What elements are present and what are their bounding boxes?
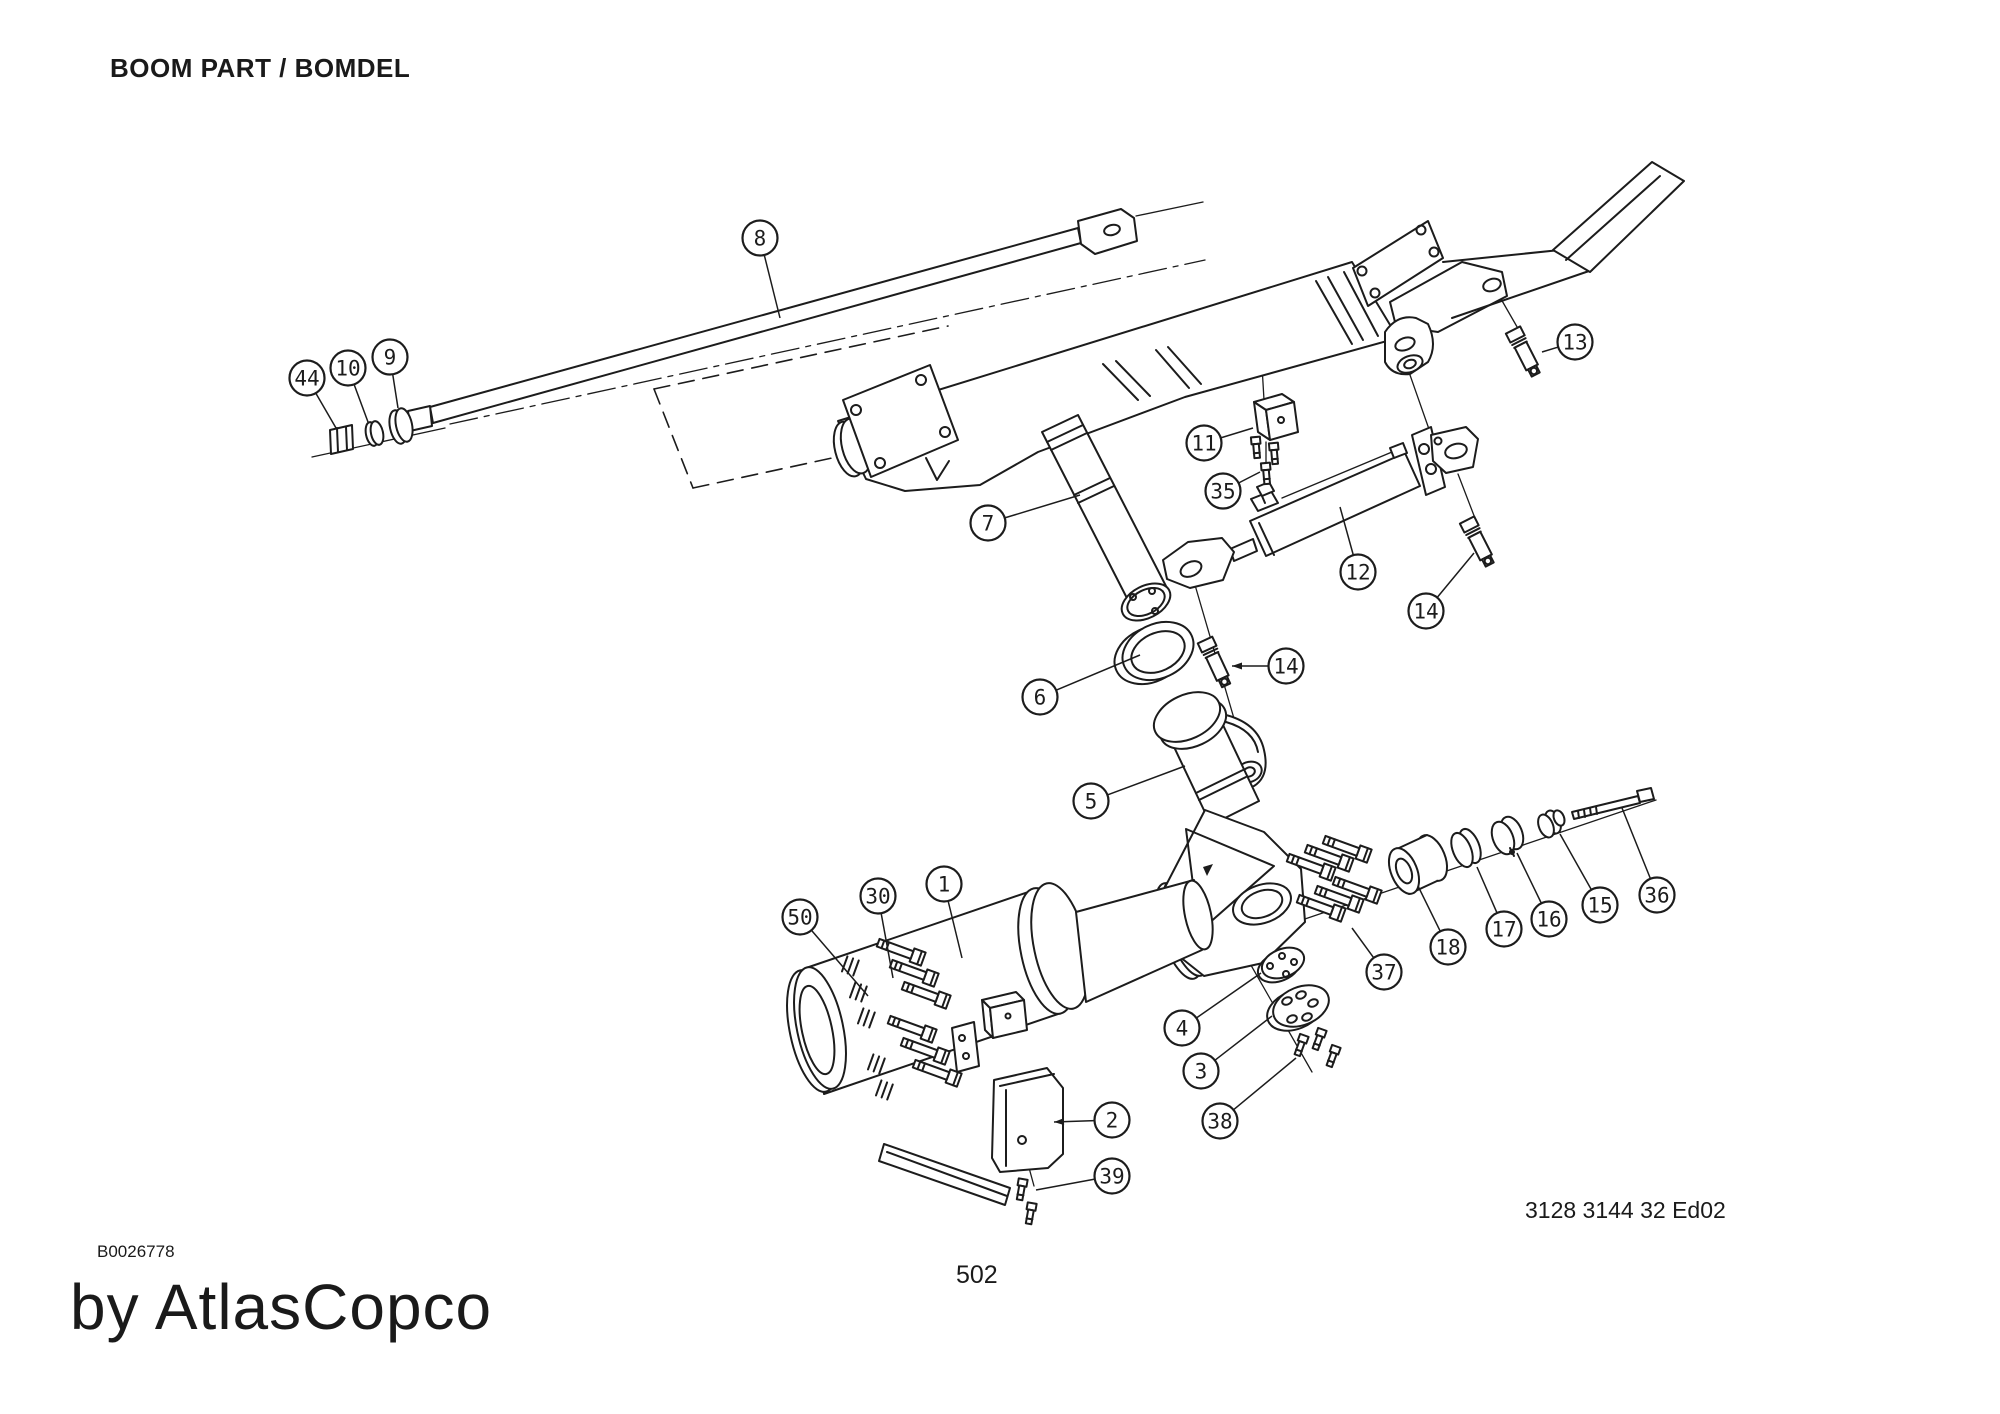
callout-37: 37 [1351, 927, 1403, 991]
svg-text:39: 39 [1099, 1165, 1124, 1189]
mounting-bracket [878, 1067, 1064, 1226]
svg-text:14: 14 [1273, 655, 1298, 679]
svg-text:7: 7 [982, 512, 995, 536]
svg-text:1: 1 [938, 873, 951, 897]
callout-1: 1 [925, 865, 963, 959]
page-title: BOOM PART / BOMDEL [110, 53, 411, 83]
svg-text:44: 44 [294, 367, 319, 391]
damper-parts-row [1284, 787, 1655, 923]
page-number: 502 [956, 1261, 998, 1289]
callout-9: 9 [371, 338, 409, 409]
svg-text:9: 9 [384, 346, 397, 370]
extension-rod [395, 201, 1204, 433]
svg-text:16: 16 [1536, 908, 1561, 932]
callout-5: 5 [1072, 765, 1186, 820]
callout-10: 10 [329, 349, 369, 423]
svg-text:8: 8 [754, 227, 767, 251]
svg-text:2: 2 [1106, 1109, 1119, 1133]
svg-text:36: 36 [1644, 884, 1669, 908]
boom-body [832, 161, 1685, 492]
callout-18: 18 [1417, 885, 1467, 966]
callout-15: 15 [1559, 833, 1619, 924]
svg-text:14: 14 [1413, 600, 1438, 624]
boom-tip [1552, 161, 1685, 273]
callout-13: 13 [1541, 323, 1594, 361]
callout-16: 16 [1516, 852, 1568, 938]
document-number: B0026778 [97, 1242, 175, 1261]
callout-3: 3 [1182, 1015, 1273, 1090]
svg-text:30: 30 [865, 885, 890, 909]
svg-text:35: 35 [1210, 480, 1235, 504]
valve-block [1249, 393, 1299, 486]
svg-text:13: 13 [1562, 331, 1587, 355]
callout-17: 17 [1476, 866, 1523, 948]
callout-7: 7 [969, 494, 1081, 542]
callout-38: 38 [1201, 1057, 1297, 1140]
svg-text:11: 11 [1191, 432, 1216, 456]
callout-11: 11 [1185, 424, 1254, 462]
svg-text:3: 3 [1195, 1060, 1208, 1084]
swivel-tube [1152, 691, 1267, 826]
svg-text:6: 6 [1034, 686, 1047, 710]
pivot-tube [1041, 414, 1172, 622]
callout-44: 44 [288, 359, 337, 429]
callout-12: 12 [1339, 506, 1377, 591]
callout-35: 35 [1204, 471, 1261, 510]
callout-2: 2 [1053, 1101, 1131, 1139]
svg-text:17: 17 [1491, 918, 1516, 942]
svg-text:18: 18 [1435, 936, 1460, 960]
rod-end-hardware [329, 407, 414, 455]
drum-bolts [840, 935, 1028, 1101]
svg-text:50: 50 [787, 906, 812, 930]
svg-text:5: 5 [1085, 790, 1098, 814]
svg-text:12: 12 [1345, 561, 1370, 585]
svg-text:38: 38 [1207, 1110, 1232, 1134]
svg-text:15: 15 [1587, 894, 1612, 918]
svg-text:37: 37 [1371, 961, 1396, 985]
flange-discs [1256, 946, 1342, 1069]
swing-cylinder-drum [786, 879, 1214, 1095]
svg-text:10: 10 [335, 357, 360, 381]
callout-36: 36 [1621, 807, 1676, 914]
callout-50: 50 [781, 898, 869, 997]
drawing-number: 3128 3144 32 Ed02 [1525, 1197, 1726, 1223]
callout-39: 39 [1035, 1157, 1131, 1195]
callout-4: 4 [1163, 972, 1262, 1047]
callout-8: 8 [741, 219, 781, 319]
svg-text:4: 4 [1176, 1017, 1189, 1041]
seal-ring [1113, 620, 1195, 686]
brand-text: by AtlasCopco [70, 1271, 493, 1343]
callout-30: 30 [859, 877, 897, 979]
callout-14: 14 [1232, 647, 1305, 685]
callout-14: 14 [1407, 552, 1475, 630]
boom-front-plate [1352, 220, 1444, 307]
callout-6: 6 [1021, 654, 1141, 716]
boom-mid-plate [842, 364, 959, 478]
